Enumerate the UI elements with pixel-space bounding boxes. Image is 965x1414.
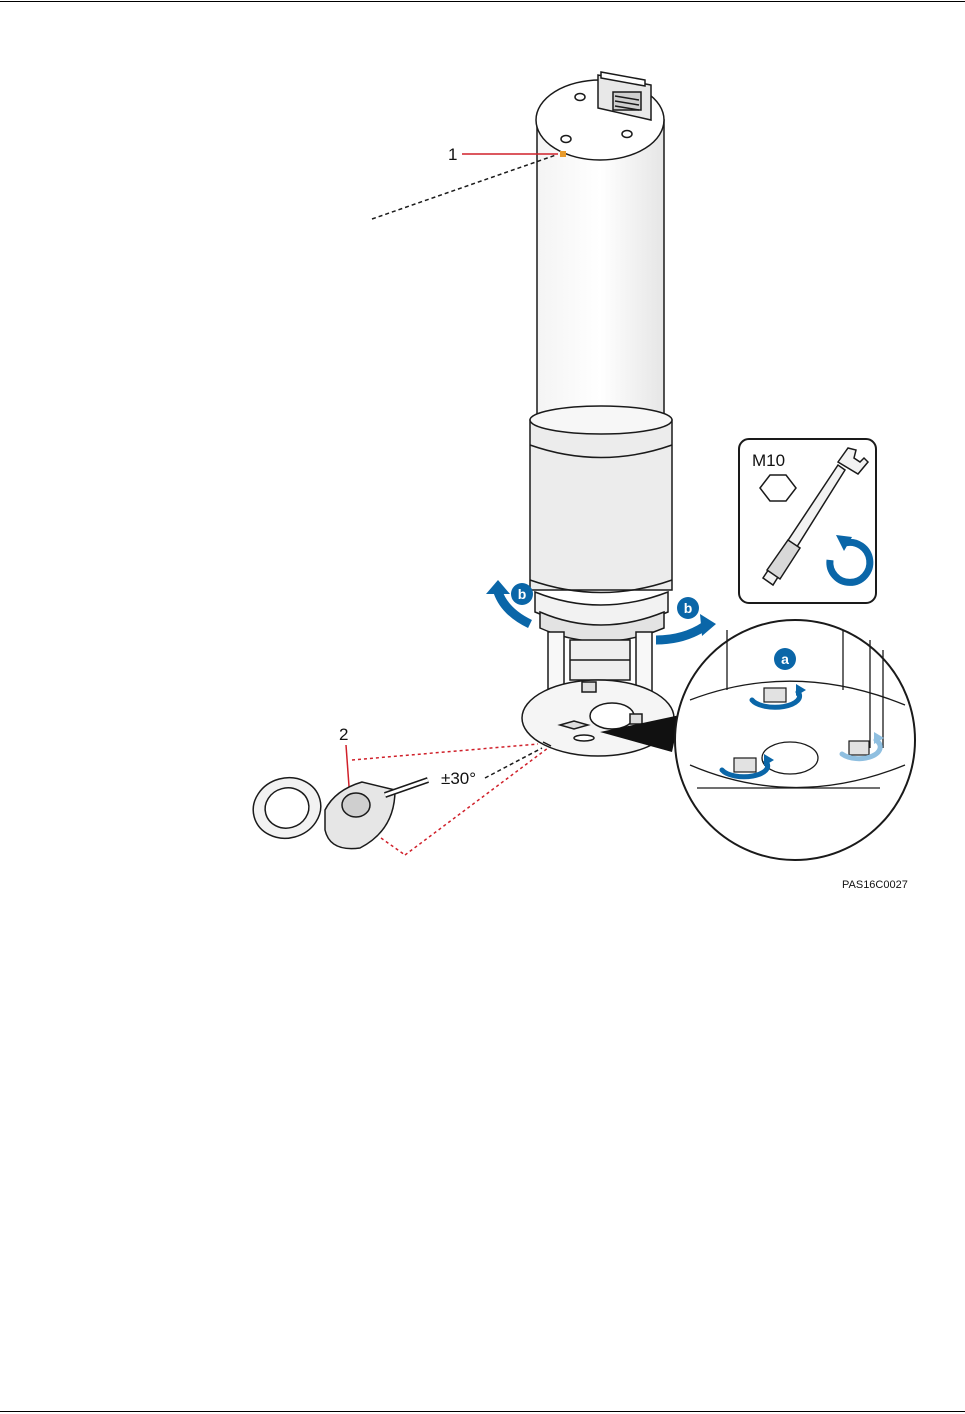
- zoom-detail: a: [675, 620, 915, 860]
- callout-1: 1: [372, 145, 558, 219]
- callout-2-label: 2: [339, 725, 348, 744]
- callout-1-label: 1: [448, 145, 457, 164]
- angle-label: ±30°: [441, 769, 476, 788]
- step-b-left-label: b: [518, 586, 527, 602]
- step-a-label: a: [781, 651, 789, 667]
- connector-plug: [246, 770, 428, 848]
- tool-box: M10: [739, 439, 876, 603]
- figure-code: PAS16C0027: [842, 879, 908, 891]
- pole-tube: [537, 120, 664, 430]
- step-b-right-label: b: [684, 600, 693, 616]
- pole-sleeve: [530, 406, 672, 593]
- bolt-size-label: M10: [752, 451, 785, 470]
- installation-figure: a b b M10 1 2: [0, 0, 965, 920]
- footer-rule: [0, 1411, 965, 1412]
- rotate-arrow-left: b: [486, 580, 533, 624]
- indicator-led: [560, 151, 566, 157]
